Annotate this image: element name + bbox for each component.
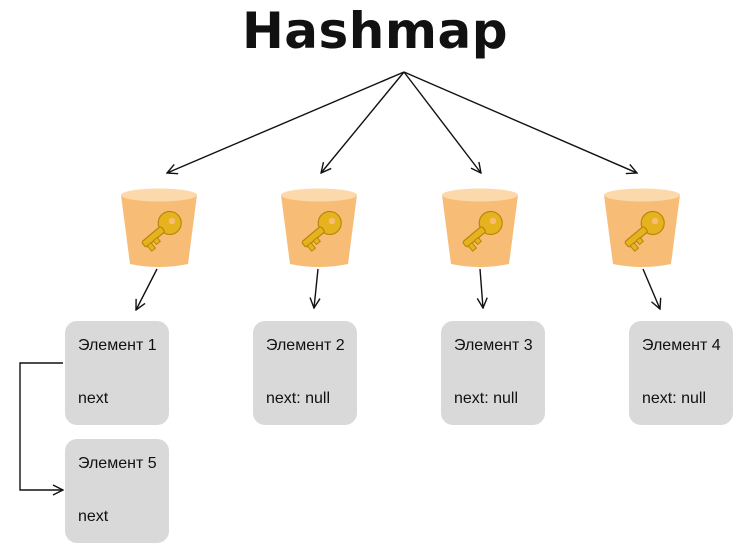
bucket-3-key-icon [440,188,520,268]
bucket-2-key-icon [279,188,359,268]
arrow-hashmap-to-bucket-2 [321,71,405,173]
element-node-2: Элемент 2 next: null [253,321,357,425]
bucket-1-key-icon [119,188,199,268]
bucket-4-key-icon [602,188,682,268]
element-next: next: null [642,390,707,407]
element-next: next [78,508,109,525]
arrow-bucket-1-to-element-1 [136,268,158,310]
element-node-3: Элемент 3 next: null [441,321,545,425]
arrow-bucket-2-to-element-2 [314,268,318,308]
arrow-bucket-4-to-element-4 [642,268,660,309]
element-node-4: Элемент 4 next: null [629,321,733,425]
element-name: Элемент 5 [78,455,157,472]
element-node-5: Элемент 5 next [65,439,169,543]
element-next: next [78,390,109,407]
arrow-bucket-3-to-element-3 [480,268,483,308]
arrow-element-1-to-element-5 [19,362,63,490]
element-next: next: null [266,390,331,407]
element-next: next: null [454,390,519,407]
arrow-hashmap-to-bucket-1 [167,71,405,173]
diagram-title: Hashmap [241,2,509,60]
arrow-hashmap-to-bucket-3 [403,71,481,173]
arrow-hashmap-to-bucket-4 [403,71,637,173]
element-node-1: Элемент 1 next [65,321,169,425]
element-name: Элемент 4 [642,337,721,354]
element-name: Элемент 2 [266,337,345,354]
element-name: Элемент 1 [78,337,157,354]
element-name: Элемент 3 [454,337,533,354]
